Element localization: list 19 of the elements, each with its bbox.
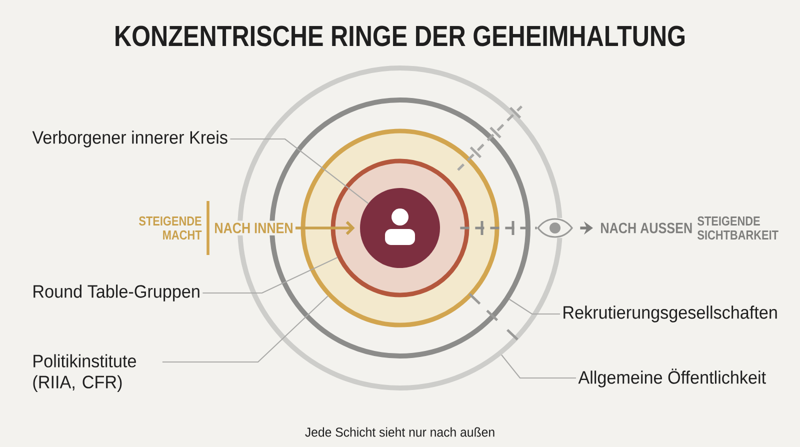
arrow (296, 221, 355, 235)
leader-line (509, 298, 560, 315)
callout-label: Round Table-Gruppen (34, 284, 200, 302)
direction-label: STEIGENDE SICHTBARKEIT (698, 216, 778, 240)
callout-label: Verborgener innerer Kreis (32, 130, 228, 148)
direction-label: NACH AUSSEN (601, 222, 692, 234)
callout-label: Allgemeine Öffentlichkeit (578, 368, 766, 388)
leader-line (501, 354, 576, 379)
leader-line (202, 257, 338, 294)
direction-label: STEIGENDE MACHT (139, 216, 202, 240)
leader-line (230, 138, 369, 204)
callout-label: Politikinstitute (RIIA, CFR) (33, 354, 136, 392)
callout-label: Rekrutierungsgesellschaften (564, 306, 777, 322)
caption: Jede Schicht sieht nur nach außen (305, 427, 494, 437)
eye-icon (537, 218, 573, 238)
direction-label: NACH INNEN (212, 220, 296, 236)
leader-line (162, 296, 328, 363)
title: KONZENTRISCHE RINGE DER GEHEIMHALTUNG (116, 26, 684, 46)
dashed-line (460, 226, 537, 230)
